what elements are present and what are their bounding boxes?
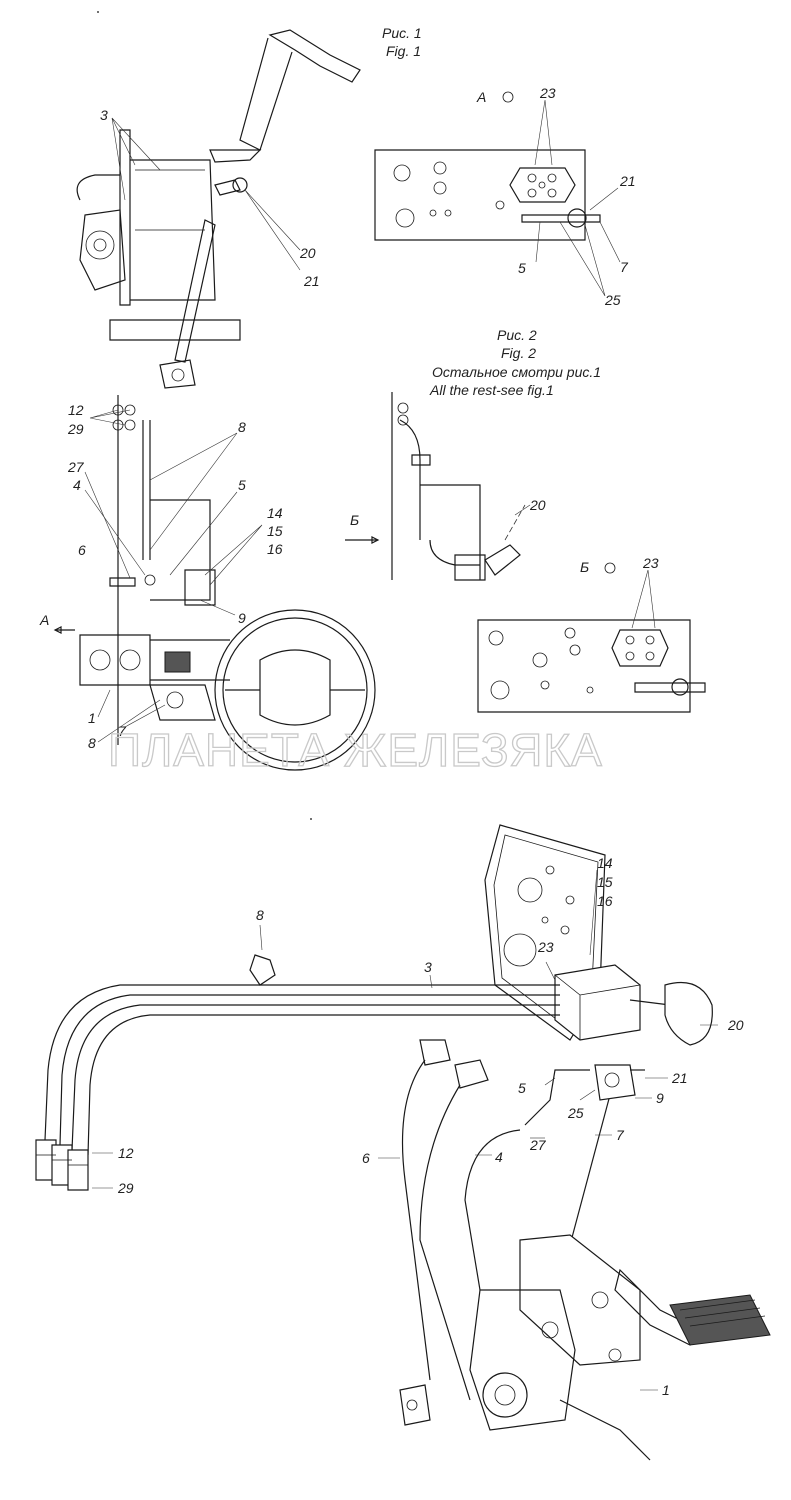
callout: 20 (299, 245, 316, 261)
callout: 4 (495, 1149, 503, 1165)
callout: 12 (68, 402, 84, 418)
view-a-letter: А (476, 89, 486, 105)
mounting-plate (484, 824, 606, 1041)
brake-valve-plate (519, 1234, 641, 1366)
callout: 7 (620, 259, 629, 275)
steering-wheel (214, 609, 376, 771)
callout: 23 (537, 939, 554, 955)
arrow-a-letter: А (39, 612, 49, 628)
front-view: 12 29 8 27 4 5 6 14 15 16 9 1 8 7 (67, 395, 376, 771)
callout: 7 (616, 1127, 625, 1143)
callout: 20 (727, 1017, 744, 1033)
callout: 27 (529, 1137, 547, 1153)
callout: 25 (604, 292, 621, 308)
callout: 21 (303, 273, 320, 289)
callout: 5 (518, 1080, 526, 1096)
callout: 9 (238, 610, 246, 626)
view-a-arrow: А (39, 612, 75, 634)
fig2-title-en: Fig. 2 (501, 345, 536, 361)
watermark: ПЛАНЕТА ЖЕЛЕЗЯКА (108, 724, 603, 776)
callout: 7 (118, 723, 127, 739)
callout: 14 (267, 505, 283, 521)
callout: 6 (78, 542, 86, 558)
view-b-plate (477, 619, 691, 713)
callout: 9 (656, 1090, 664, 1106)
arrow-b-letter: Б (350, 512, 359, 528)
callout: 21 (671, 1070, 688, 1086)
callout: 16 (267, 541, 283, 557)
callout: 4 (73, 477, 81, 493)
fig2-view: 20 (391, 392, 546, 581)
view-b-panel: Б 23 (477, 555, 706, 713)
callout: 14 (597, 855, 613, 871)
fig2-note-ru: Остальное смотри рис.1 (432, 364, 601, 380)
callout: 8 (256, 907, 264, 923)
callout: 23 (539, 85, 556, 101)
callout: 6 (362, 1150, 370, 1166)
callout: 3 (100, 107, 108, 123)
callout: 29 (117, 1180, 134, 1196)
callout: 20 (529, 497, 546, 513)
view-a-rotation-icon (502, 91, 514, 103)
callout: 29 (67, 421, 84, 437)
callout: 5 (238, 477, 246, 493)
view-a-panel: А 23 21 7 5 25 (374, 85, 636, 308)
callout: 16 (597, 893, 613, 909)
fig1-side-view: 3 20 21 (76, 29, 361, 389)
callout: 15 (267, 523, 283, 539)
brake-pedal-pad (669, 1294, 771, 1346)
view-a-plate (374, 149, 586, 241)
callout: 21 (619, 173, 636, 189)
callout: 1 (88, 710, 96, 726)
callout: 25 (567, 1105, 584, 1121)
fig2-note-en: All the rest-see fig.1 (429, 382, 554, 398)
view-b-letter: Б (580, 559, 589, 575)
callout: 8 (88, 735, 96, 751)
fig2-title-ru: Рис. 2 (497, 327, 537, 343)
fig1-title-ru: Рис. 1 (382, 25, 422, 41)
callout: 3 (424, 959, 432, 975)
callout: 5 (518, 260, 526, 276)
view-b-arrow: Б (345, 512, 380, 544)
valve-handle (664, 981, 713, 1046)
pedal-pad (164, 651, 191, 673)
fig1-title-en: Fig. 1 (386, 43, 421, 59)
callout: 23 (642, 555, 659, 571)
connector-block (509, 167, 576, 203)
view-b-rotation-icon (604, 562, 616, 574)
callout: 12 (118, 1145, 134, 1161)
callout: 15 (597, 874, 613, 890)
crane-valve (554, 964, 641, 1041)
callout: 27 (67, 459, 85, 475)
callout: 1 (662, 1382, 670, 1398)
callout: 8 (238, 419, 246, 435)
isometric-view: 14 15 16 8 23 3 20 21 9 5 25 7 27 4 6 12… (35, 824, 771, 1461)
